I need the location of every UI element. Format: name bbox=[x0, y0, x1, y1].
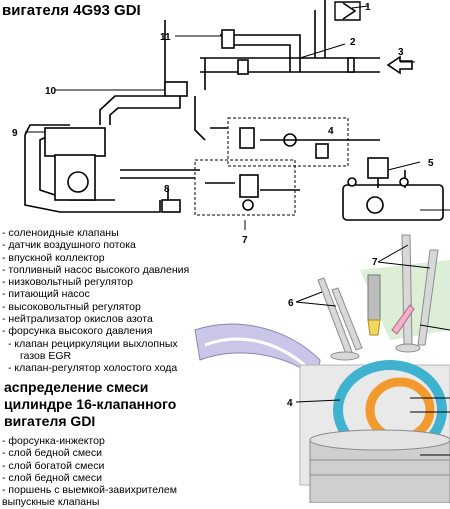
throttle-body bbox=[164, 81, 188, 97]
component-11 bbox=[221, 29, 235, 49]
legend-item: - соленоидные клапаны bbox=[2, 227, 119, 239]
legend-item: - слой богатой смеси bbox=[2, 459, 105, 472]
legend-item: - клапан-регулятор холостого хода bbox=[8, 362, 178, 375]
fuel-pump bbox=[366, 196, 384, 214]
legend-item: - питающий насос bbox=[2, 288, 90, 301]
legend-bottom: - форсунка-инжектор - слой бедной смеси … bbox=[2, 435, 177, 509]
legend-item: - слой бедной смеси bbox=[2, 447, 103, 460]
callout-8: 8 bbox=[164, 184, 170, 195]
callout-2: 2 bbox=[350, 37, 356, 48]
diagram-title: вигателя 4G93 GDI bbox=[2, 2, 141, 19]
cylinder-cross-section bbox=[194, 209, 450, 503]
legend-item: - форсунка-инжектор bbox=[2, 435, 105, 447]
control-box-7 bbox=[194, 159, 296, 216]
legend-item: - низковольтный регулятор bbox=[2, 276, 133, 289]
engine-schematic bbox=[24, 0, 444, 230]
callout-5: 5 bbox=[428, 158, 434, 169]
callout-9: 9 bbox=[12, 128, 18, 139]
crank-pulley bbox=[67, 171, 89, 193]
callout-1: 1 bbox=[365, 2, 371, 13]
legend-item: - нейтрализатор окислов азота bbox=[2, 313, 153, 326]
cylinder-block bbox=[54, 154, 96, 201]
valve-left bbox=[317, 277, 353, 355]
callout-engine-7: 7 bbox=[372, 257, 378, 268]
legend-item: - форсунка высокого давления bbox=[2, 325, 153, 338]
callout-7: 7 bbox=[242, 235, 248, 246]
component-8 bbox=[161, 199, 181, 213]
callout-engine-6: 6 bbox=[288, 298, 294, 309]
cylinder-head bbox=[44, 127, 106, 157]
spark-plug bbox=[391, 304, 415, 335]
callout-11: 11 bbox=[160, 32, 171, 43]
fuel-injector bbox=[367, 274, 381, 321]
air-filter-arrow bbox=[342, 2, 357, 20]
fuel-tank bbox=[342, 184, 444, 221]
legend-item: - слой бедной смеси bbox=[2, 471, 103, 484]
legend-item: - клапан рециркуляции выхлопных bbox=[8, 337, 178, 350]
callout-3: 3 bbox=[398, 47, 404, 58]
legend-item: - топливный насос высокого давления bbox=[2, 263, 190, 276]
legend-item: - датчик воздушного потока bbox=[2, 239, 136, 252]
valve-right-1 bbox=[401, 234, 413, 346]
control-box-4 bbox=[227, 117, 349, 167]
callout-4: 4 bbox=[328, 126, 334, 137]
section-title: аспределение смеси цилиндре 16-клапанног… bbox=[4, 379, 176, 430]
valve-mid bbox=[331, 287, 363, 351]
legend-item: - впускной коллектор bbox=[2, 251, 105, 264]
legend-top: - соленоидные клапаны - датчик воздушног… bbox=[2, 227, 189, 375]
legend-item: - поршень с выемкой-завихрителем bbox=[2, 484, 177, 497]
section-title-line: аспределение смеси bbox=[4, 379, 149, 395]
air-filter bbox=[334, 1, 361, 21]
valve-right-2 bbox=[417, 249, 439, 346]
airflow-sensor bbox=[347, 57, 355, 73]
legend-item: - высоковольтный регулятор bbox=[2, 300, 141, 313]
legend-item: газов EGR bbox=[20, 349, 72, 362]
callout-10: 10 bbox=[45, 86, 57, 97]
section-title-line: цилиндре 16-клапанного bbox=[4, 396, 177, 412]
section-title-line: вигателя GDI bbox=[4, 413, 96, 429]
callout-engine-4: 4 bbox=[287, 398, 293, 409]
intake-arrow bbox=[386, 55, 413, 75]
